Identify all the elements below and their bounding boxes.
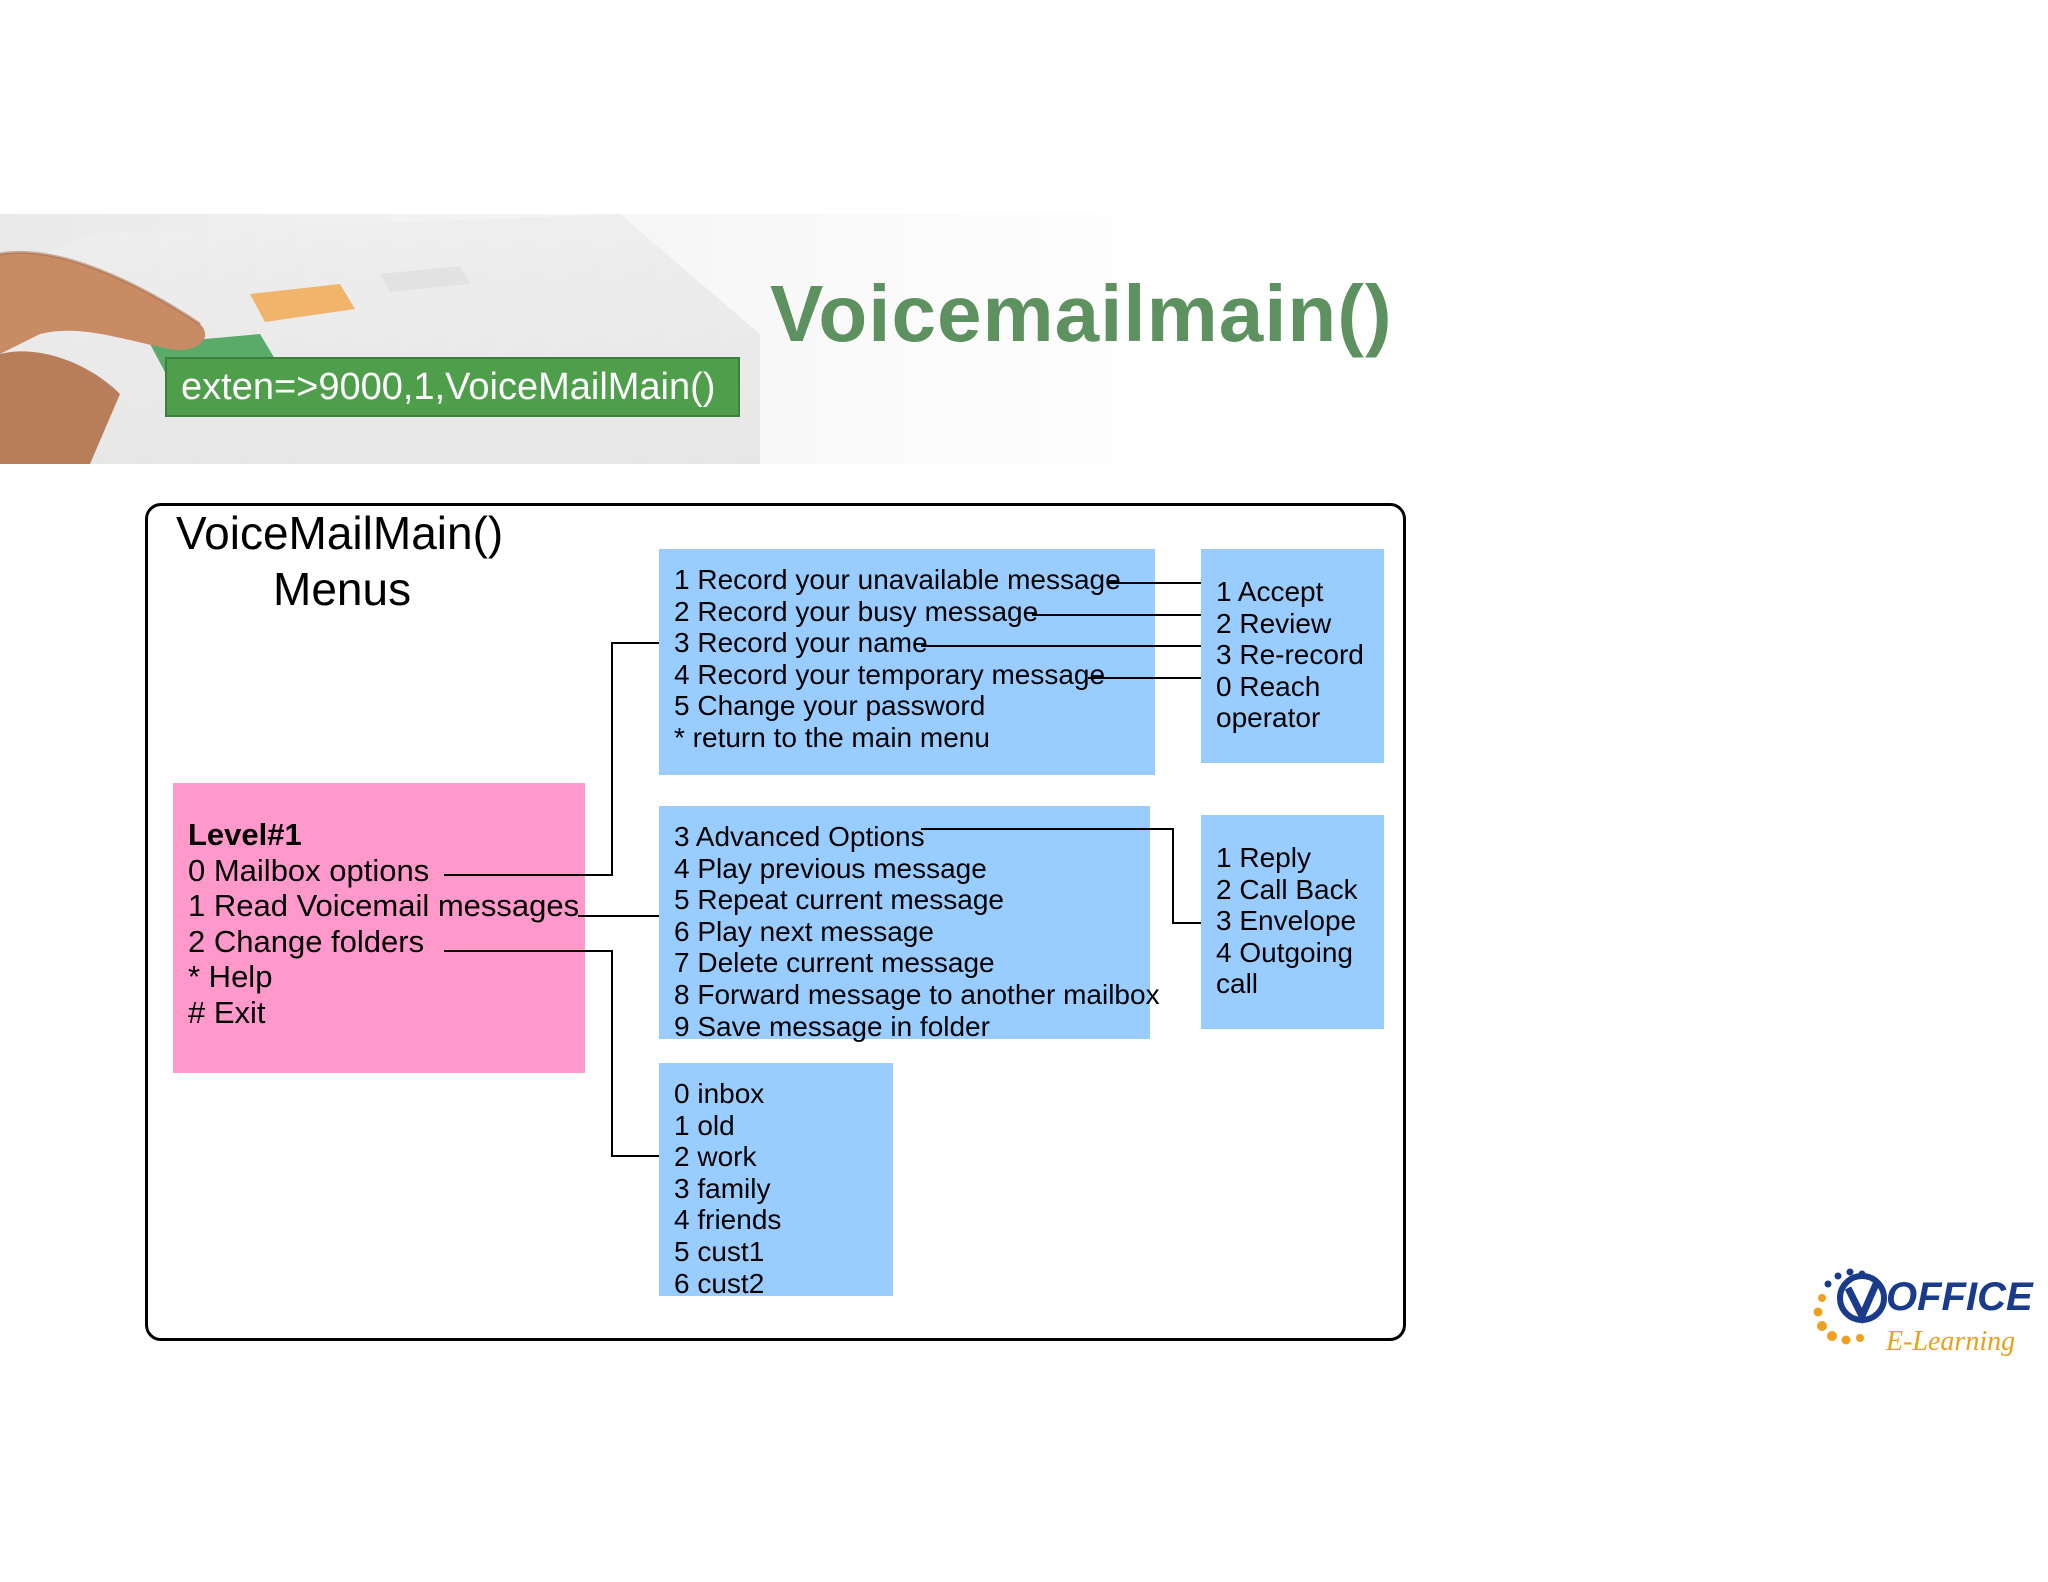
level1-item: 2 Change folders bbox=[188, 923, 425, 959]
read-option-item: 7 Delete current message bbox=[674, 947, 995, 979]
folders-box: 0 inbox 1 old 2 work 3 family 4 friends … bbox=[659, 1063, 893, 1299]
dialplan-command-label: exten=>9000,1,VoiceMailMain() bbox=[165, 357, 740, 417]
folder-item: 4 friends bbox=[674, 1204, 782, 1236]
read-option-item: 5 Repeat current message bbox=[674, 884, 1004, 916]
folder-item: 0 inbox bbox=[674, 1078, 765, 1109]
folder-item: 1 old bbox=[674, 1109, 735, 1141]
level1-menu-box: Level#1 0 Mailbox options 1 Read Voicema… bbox=[173, 783, 585, 1073]
folder-item: 3 family bbox=[674, 1172, 771, 1204]
diagram-frame bbox=[145, 503, 1406, 1341]
mailbox-option-item: 3 Record your name bbox=[674, 627, 928, 659]
advanced-option-item: 2 Call Back bbox=[1216, 873, 1358, 905]
record-option-item: operator bbox=[1216, 702, 1321, 734]
logo-text-elearning: E-Learning bbox=[1885, 1326, 2015, 1357]
read-option-item: 9 Save message in folder bbox=[674, 1010, 990, 1042]
record-option-item: 0 Reach bbox=[1216, 670, 1321, 702]
diagram-subheading: Menus bbox=[273, 563, 412, 615]
advanced-option-item: 1 Reply bbox=[1216, 842, 1311, 873]
read-options-box: 3 Advanced Options 4 Play previous messa… bbox=[659, 806, 1160, 1042]
read-option-item: 3 Advanced Options bbox=[674, 821, 925, 852]
advanced-option-item: 4 Outgoing bbox=[1216, 936, 1353, 968]
level1-item: 0 Mailbox options bbox=[188, 852, 430, 888]
record-option-item: 3 Re-record bbox=[1216, 639, 1364, 671]
folder-item: 2 work bbox=[674, 1141, 757, 1173]
read-option-item: 4 Play previous message bbox=[674, 852, 987, 884]
keypad-photo bbox=[0, 214, 760, 464]
advanced-option-item: 3 Envelope bbox=[1216, 905, 1357, 937]
record-option-item: 1 Accept bbox=[1216, 576, 1324, 607]
advanced-options-box: 1 Reply 2 Call Back 3 Envelope 4 Outgoin… bbox=[1201, 815, 1384, 1029]
folder-item: 5 cust1 bbox=[674, 1235, 765, 1267]
read-option-item: 8 Forward message to another mailbox bbox=[674, 978, 1160, 1010]
mailbox-options-box: 1 Record your unavailable message 2 Reco… bbox=[659, 549, 1155, 775]
mailbox-option-item: * return to the main menu bbox=[674, 721, 990, 753]
page-title: Voicemailmain() bbox=[770, 269, 1393, 358]
level1-item: * Help bbox=[188, 959, 273, 994]
record-options-box: 1 Accept 2 Review 3 Re-record 0 Reach op… bbox=[1201, 549, 1384, 763]
folder-item: 6 cust2 bbox=[674, 1267, 765, 1299]
record-option-item: 2 Review bbox=[1216, 607, 1332, 639]
mailbox-option-item: 4 Record your temporary message bbox=[674, 658, 1106, 690]
level1-item: 1 Read Voicemail messages bbox=[188, 888, 580, 923]
level1-item: # Exit bbox=[188, 994, 266, 1030]
mailbox-option-item: 5 Change your password bbox=[674, 690, 986, 722]
advanced-option-item: call bbox=[1216, 968, 1259, 1000]
level1-title: Level#1 bbox=[188, 817, 302, 852]
diagram-heading: VoiceMailMain() bbox=[176, 507, 504, 559]
read-option-item: 6 Play next message bbox=[674, 915, 934, 947]
logo-text-office: OFFICE bbox=[1886, 1275, 2034, 1319]
mailbox-option-item: 1 Record your unavailable message bbox=[674, 564, 1121, 595]
mailbox-option-item: 2 Record your busy message bbox=[674, 595, 1039, 627]
voffice-elearning-logo: OFFICE E-Learning bbox=[1800, 1238, 2048, 1368]
